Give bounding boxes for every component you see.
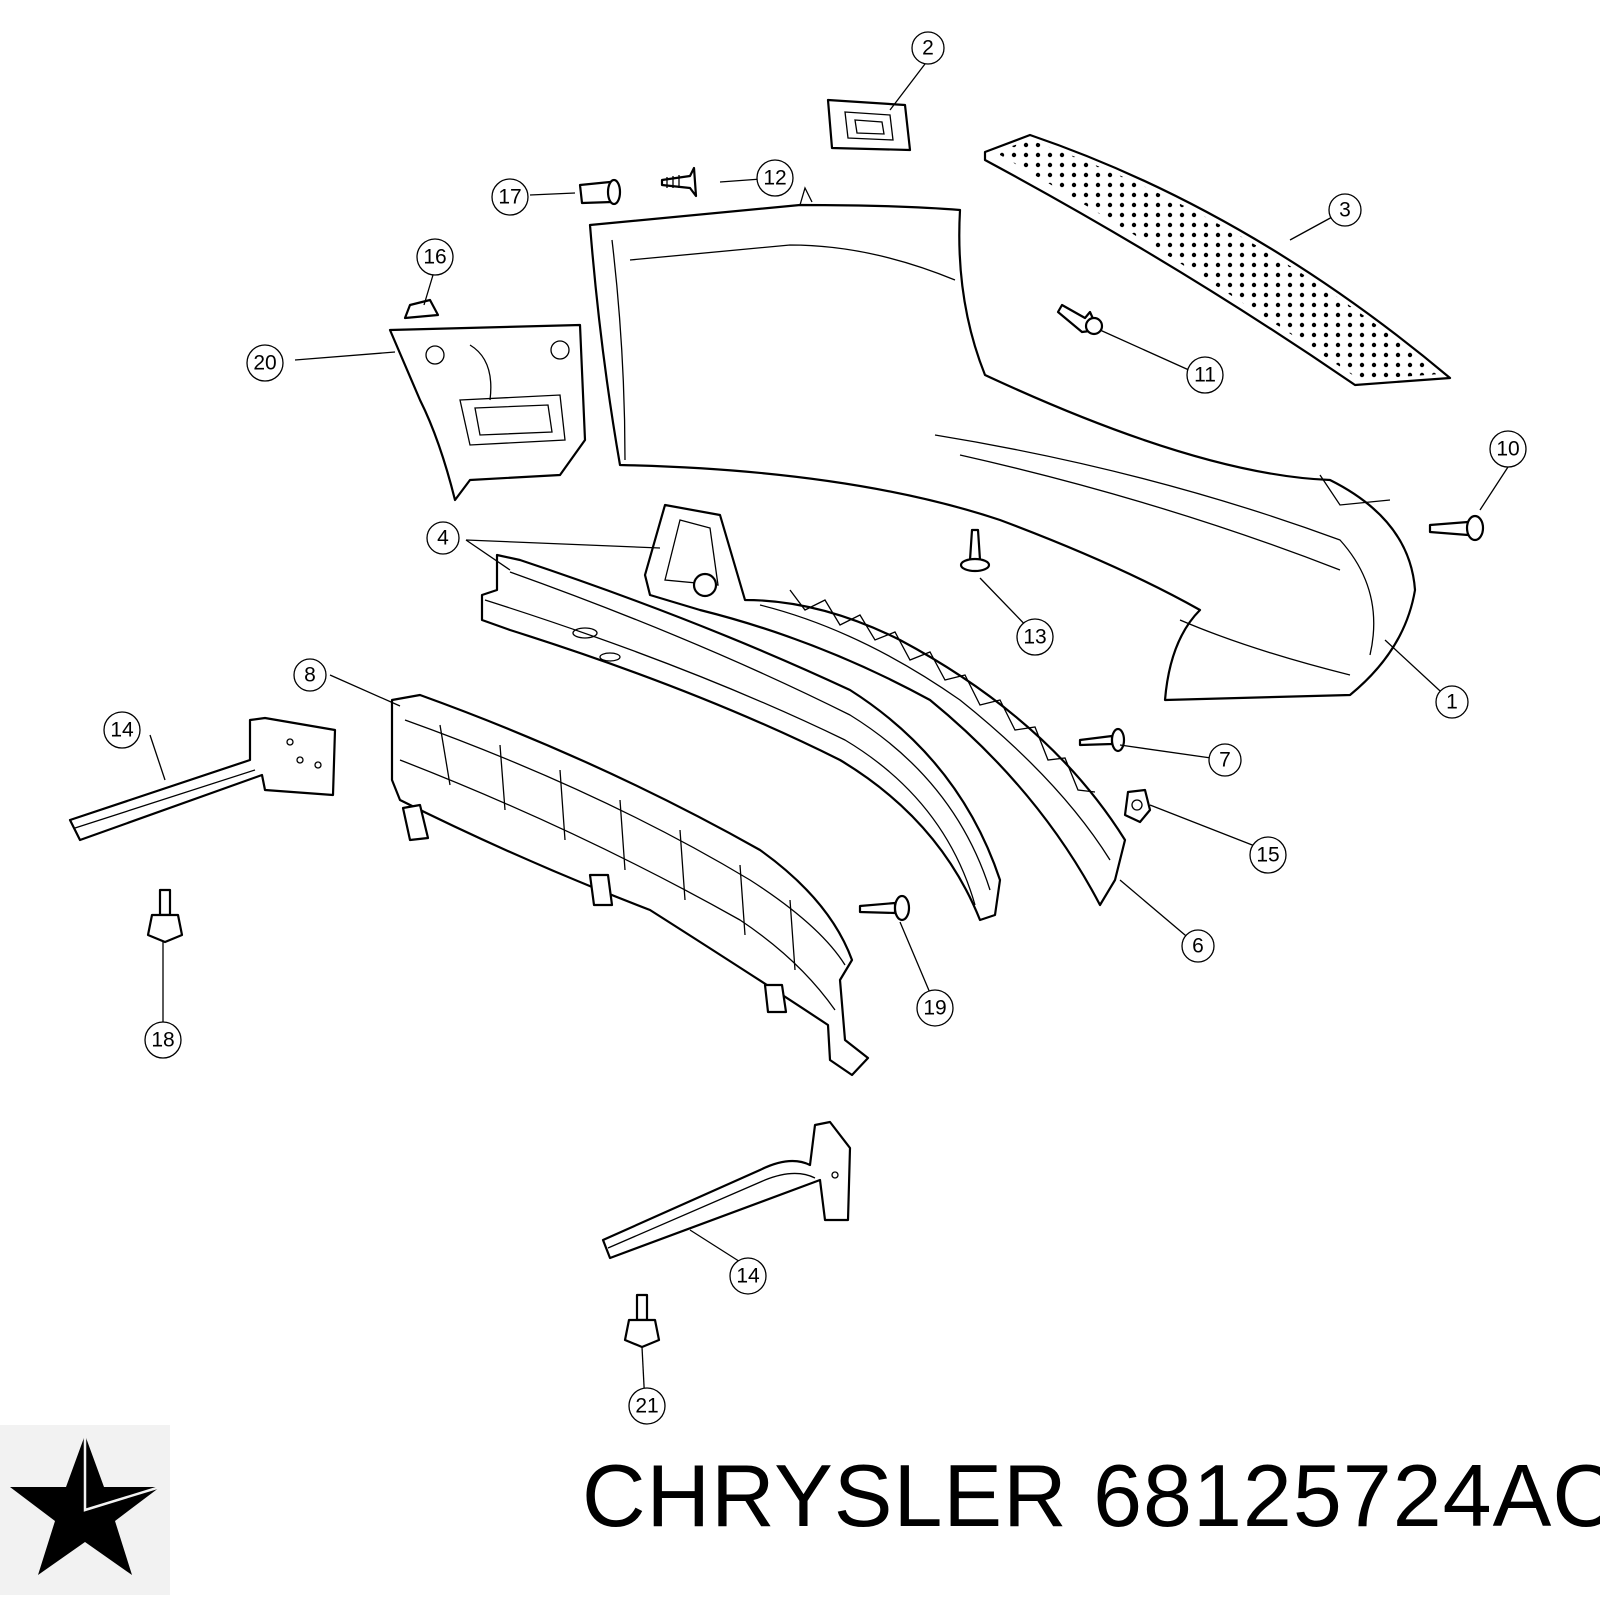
part-13-screw [959, 528, 991, 573]
svg-text:1: 1 [1446, 691, 1458, 714]
part-20-side-bracket [388, 323, 587, 502]
callout-16: 16 [416, 238, 454, 276]
callout-14-left: 14 [103, 711, 141, 749]
callout-2: 2 [911, 31, 945, 65]
svg-text:3: 3 [1339, 199, 1351, 222]
callout-4: 4 [426, 521, 460, 555]
svg-text:14: 14 [110, 719, 134, 742]
footer-caption: CHRYSLER 68125724AC [582, 1445, 1600, 1547]
part-14-bracket-left [68, 716, 337, 842]
callout-14-bottom: 14 [729, 1257, 767, 1295]
part-6-energy-absorber [643, 503, 1127, 907]
callout-7: 7 [1208, 743, 1242, 777]
callout-15: 15 [1249, 836, 1287, 874]
callout-21: 21 [628, 1387, 666, 1425]
part-15-nut [1123, 788, 1152, 824]
callout-19: 19 [916, 989, 954, 1027]
part-8-lower-support [390, 693, 870, 1077]
callout-13: 13 [1016, 618, 1054, 656]
svg-text:14: 14 [736, 1265, 760, 1288]
svg-text:15: 15 [1256, 844, 1279, 867]
callout-20: 20 [246, 344, 284, 382]
callout-6: 6 [1181, 929, 1215, 963]
callout-18: 18 [144, 1021, 182, 1059]
callout-10: 10 [1489, 430, 1527, 468]
svg-text:19: 19 [923, 997, 946, 1020]
svg-text:20: 20 [253, 352, 276, 375]
part-21-bolt [623, 1293, 661, 1349]
part-19-screw [858, 894, 911, 922]
footer: CHRYSLER 68125724AC [0, 1425, 1600, 1600]
svg-text:17: 17 [498, 186, 521, 209]
svg-text:21: 21 [635, 1395, 658, 1418]
part-12-screw [660, 166, 698, 198]
chrysler-pentastar-icon [0, 1425, 170, 1595]
part-11-screw [1056, 303, 1104, 336]
part-4-reinforcement-beam [480, 553, 1002, 922]
svg-text:13: 13 [1023, 626, 1046, 649]
part-7-screw [1078, 727, 1126, 753]
part-3-grille-strip [983, 133, 1452, 387]
part-1-bumper-fascia [588, 186, 1417, 702]
svg-text:11: 11 [1194, 364, 1216, 387]
callout-12: 12 [756, 159, 794, 197]
part-2-bracket [826, 98, 912, 152]
svg-text:6: 6 [1192, 935, 1204, 958]
svg-text:7: 7 [1219, 749, 1231, 772]
callout-17: 17 [491, 178, 529, 216]
svg-text:2: 2 [922, 37, 934, 60]
brand-name: CHRYSLER [582, 1446, 1068, 1545]
exploded-parts-diagram: 1 2 3 4 6 7 8 10 11 12 13 14 14 15 16 17… [68, 31, 1527, 1425]
svg-text:12: 12 [763, 167, 786, 190]
svg-text:8: 8 [304, 664, 316, 687]
svg-text:10: 10 [1496, 438, 1519, 461]
part-18-bolt [146, 888, 184, 944]
part-10-screw [1428, 514, 1485, 542]
part-17-pushpin [578, 178, 622, 206]
part-number: 68125724AC [1093, 1446, 1600, 1545]
part-16-clip [403, 298, 440, 320]
callout-11: 11 [1186, 356, 1224, 394]
callout-3: 3 [1328, 193, 1362, 227]
callout-8: 8 [293, 658, 327, 692]
svg-text:4: 4 [437, 527, 449, 550]
callout-1: 1 [1435, 685, 1469, 719]
svg-text:18: 18 [151, 1029, 174, 1052]
svg-text:16: 16 [423, 246, 446, 269]
part-14-bracket-bottom [601, 1120, 852, 1260]
